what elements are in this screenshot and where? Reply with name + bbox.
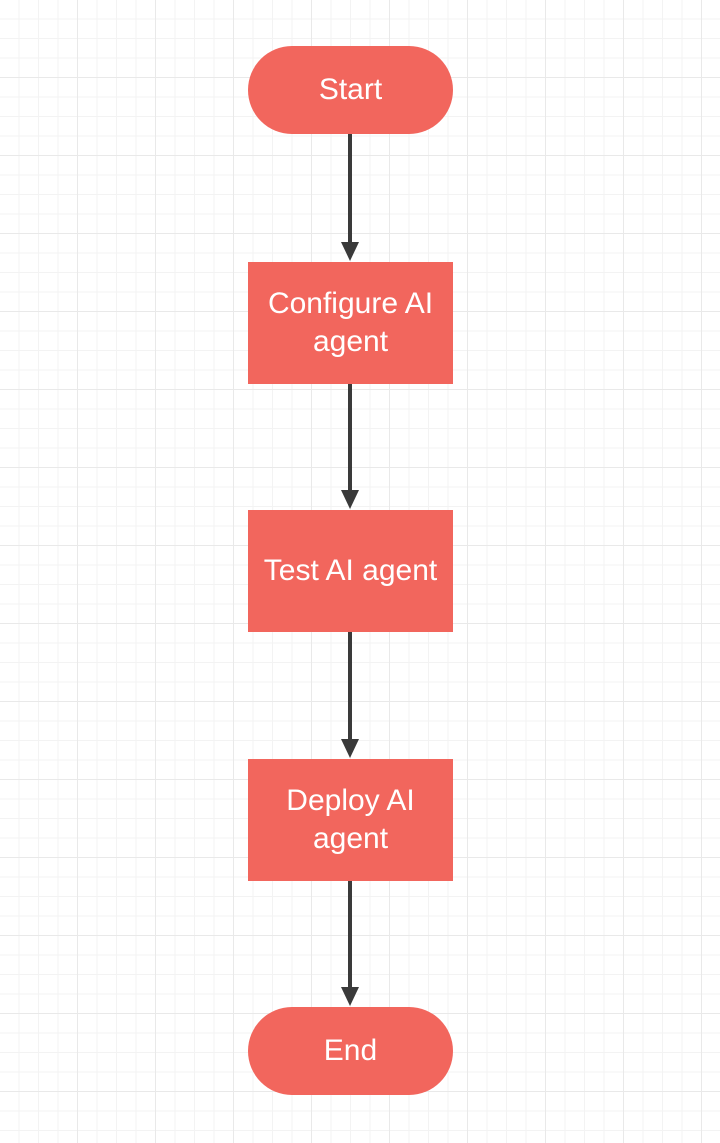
deploy-ai-agent-node-label: Deploy AI agent: [286, 784, 415, 855]
configure-ai-agent-node[interactable]: Configure AI agent: [248, 262, 453, 384]
arrowhead: [341, 987, 359, 1006]
end-node-label: End: [323, 1034, 378, 1067]
end-node[interactable]: End: [248, 1007, 453, 1095]
start-node[interactable]: Start: [248, 46, 453, 134]
test-ai-agent-node[interactable]: Test AI agent: [248, 510, 453, 632]
arrowhead: [341, 242, 359, 261]
arrowhead: [341, 739, 359, 758]
deploy-ai-agent-node[interactable]: Deploy AI agent: [248, 759, 453, 881]
arrowhead: [341, 490, 359, 509]
configure-ai-agent-node-label: Configure AI agent: [267, 287, 434, 358]
edge-test-to-deploy: [341, 632, 359, 758]
test-ai-agent-node-label: Test AI agent: [263, 554, 438, 587]
edge-start-to-configure: [341, 134, 359, 261]
edge-deploy-to-end: [341, 881, 359, 1006]
start-node-label: Start: [318, 73, 383, 106]
edge-configure-to-test: [341, 384, 359, 509]
